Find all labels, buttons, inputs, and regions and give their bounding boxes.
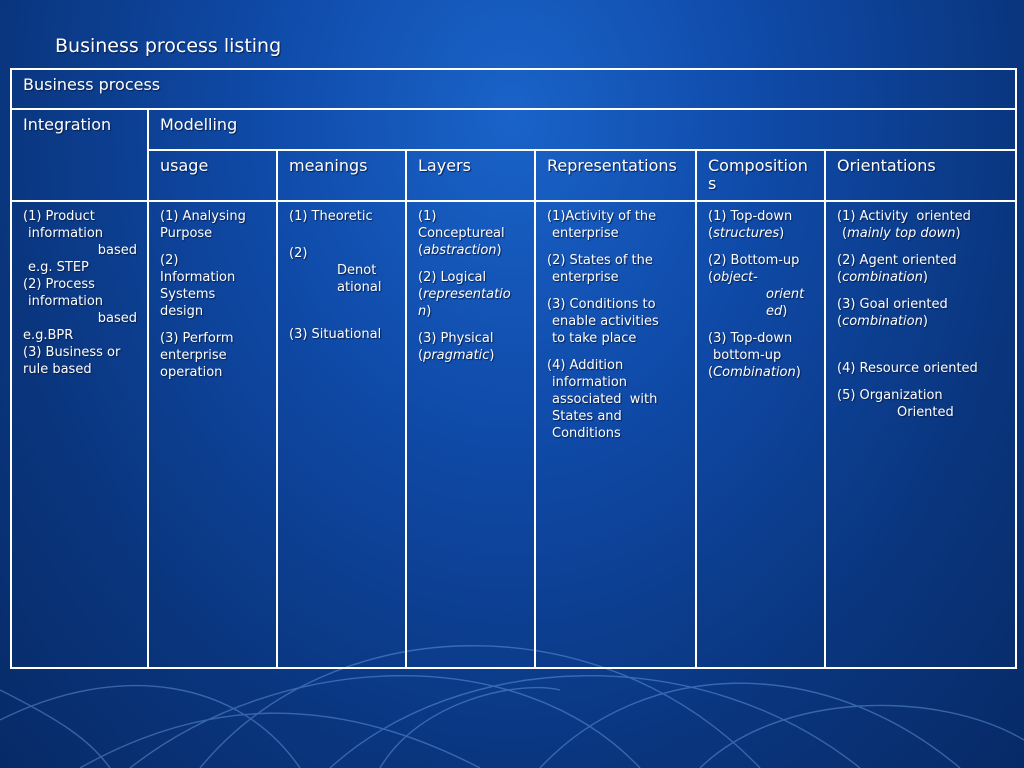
list-item: (3) Situational xyxy=(289,327,382,342)
list-item: (2) Bottom-up xyxy=(708,253,800,268)
list-item: (abstraction) xyxy=(418,243,502,258)
list-item: (pragmatic) xyxy=(418,348,495,363)
slide-title: Business process listing xyxy=(55,35,282,57)
list-item: (combination) xyxy=(837,314,928,329)
list-item: Information xyxy=(160,270,236,285)
list-item: (1) Theoretic xyxy=(289,209,373,224)
list-item: Purpose xyxy=(160,226,213,241)
header-business-process: Business process xyxy=(10,68,1017,110)
list-item: (2) Process xyxy=(23,277,95,292)
list-item: n) xyxy=(418,304,432,319)
list-item: rule based xyxy=(23,362,92,377)
column-header-layers: Layers xyxy=(405,149,536,202)
column-header-meanings: meanings xyxy=(276,149,407,202)
list-item: Denot xyxy=(337,263,377,278)
cell-orientations: (1) Activity oriented (mainly top down) … xyxy=(824,200,1017,669)
list-item: e.g. STEP xyxy=(28,260,89,275)
list-item: enterprise xyxy=(552,226,619,241)
cell-usage: (1) Analysing Purpose (2) Information Sy… xyxy=(147,200,278,669)
list-item: (structures) xyxy=(708,226,785,241)
list-item: (mainly top down) xyxy=(842,226,961,241)
list-item: (4) Resource oriented xyxy=(837,361,978,376)
list-item: (combination) xyxy=(837,270,928,285)
column-header-orientations: Orientations xyxy=(824,149,1017,202)
cell-layers: (1) Conceptureal (abstraction) (2) Logic… xyxy=(405,200,536,669)
list-item: (3) Top-down xyxy=(708,331,793,346)
list-item: enterprise xyxy=(552,270,619,285)
header-row-business-process: Business process xyxy=(10,68,1017,110)
cell-meanings: (1) Theoretic (2) Denot ational (3) Situ… xyxy=(276,200,407,669)
list-item: bottom-up xyxy=(713,348,782,363)
list-item: enable activities xyxy=(552,314,659,329)
list-item: (object- xyxy=(708,270,758,285)
cell-integration: (1) Product information based e.g. STEP … xyxy=(10,200,149,669)
list-item: (1)Activity of the xyxy=(547,209,657,224)
list-item: (3) Conditions to xyxy=(547,297,656,312)
list-item: (1) Analysing xyxy=(160,209,246,224)
list-item: based xyxy=(97,311,137,326)
list-item: (3) Goal oriented xyxy=(837,297,948,312)
column-header-compositions: Composition s xyxy=(695,149,826,202)
table-row: (1) Product information based e.g. STEP … xyxy=(10,200,1017,669)
list-item: (2) xyxy=(289,246,308,261)
list-item: States and xyxy=(552,409,622,424)
list-item: information xyxy=(552,375,628,390)
list-item: (2) xyxy=(160,253,179,268)
list-item: orient xyxy=(766,287,805,302)
column-header-representations: Representations xyxy=(534,149,697,202)
list-item: to take place xyxy=(552,331,637,346)
list-item: ed) xyxy=(766,304,788,319)
header-integration: Integration xyxy=(10,108,149,202)
list-item: (representatio xyxy=(418,287,511,302)
column-header-usage: usage xyxy=(147,149,278,202)
list-item: Conceptureal xyxy=(418,226,505,241)
list-item: based xyxy=(97,243,137,258)
business-process-table: Business process Integration Modelling u… xyxy=(10,68,1017,669)
header-row-columns: usage meanings Layers Representations Co… xyxy=(11,149,1017,202)
list-item: (Combination) xyxy=(708,365,801,380)
list-item: (3) Perform xyxy=(160,331,234,346)
list-item: information xyxy=(28,294,104,309)
list-item: e.g.BPR xyxy=(23,328,74,343)
list-item: (2) Logical xyxy=(418,270,487,285)
list-item: (1) Product xyxy=(23,209,95,224)
list-item: associated with xyxy=(552,392,658,407)
list-item: enterprise xyxy=(160,348,227,363)
list-item: (1) Activity oriented xyxy=(837,209,971,224)
list-item: (1) xyxy=(418,209,437,224)
list-item: Oriented xyxy=(897,405,954,420)
list-item: information xyxy=(28,226,104,241)
list-item: (4) Addition xyxy=(547,358,624,373)
list-item: (5) Organization xyxy=(837,388,943,403)
list-item: (2) Agent oriented xyxy=(837,253,957,268)
header-row-modelling: Integration Modelling xyxy=(10,108,1017,202)
list-item: (2) States of the xyxy=(547,253,653,268)
list-item: (1) Top-down xyxy=(708,209,793,224)
list-item: design xyxy=(160,304,204,319)
list-item: Systems xyxy=(160,287,216,302)
list-item: (3) Physical xyxy=(418,331,494,346)
list-item: operation xyxy=(160,365,223,380)
list-item: ational xyxy=(337,280,382,295)
header-modelling: Modelling xyxy=(147,108,1017,151)
cell-representations: (1)Activity of the enterprise (2) States… xyxy=(534,200,697,669)
list-item: Conditions xyxy=(552,426,621,441)
cell-compositions: (1) Top-down (structures) (2) Bottom-up … xyxy=(695,200,826,669)
list-item: (3) Business or xyxy=(23,345,121,360)
